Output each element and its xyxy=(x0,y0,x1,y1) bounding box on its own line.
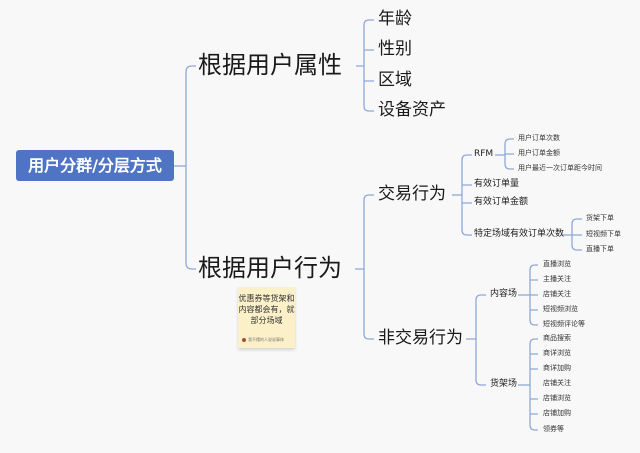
shelf-item[interactable]: 店铺加购 xyxy=(543,409,571,417)
non-transaction-behavior[interactable]: 非交易行为 xyxy=(378,328,463,348)
attr-device-assets[interactable]: 设备资产 xyxy=(378,100,446,120)
content-item[interactable]: 店铺关注 xyxy=(543,290,571,298)
branch-user-behavior[interactable]: 根据用户行为 xyxy=(198,254,342,282)
transaction-behavior[interactable]: 交易行为 xyxy=(378,184,446,204)
content-item[interactable]: 短视频评论等 xyxy=(543,320,585,328)
connector xyxy=(363,19,374,112)
shelf-field[interactable]: 货架场 xyxy=(490,379,518,389)
note-line: 部分场域 xyxy=(250,316,283,325)
sticky-note[interactable]: 优惠券等货架和 内容都会有，就 部分场域 我不懂的人说说事体 xyxy=(238,287,295,348)
avatar-icon xyxy=(242,337,246,342)
note-line: 内容都会有，就 xyxy=(238,305,295,314)
shelf-item[interactable]: 商品搜索 xyxy=(543,334,571,342)
content-item[interactable]: 主播关注 xyxy=(543,275,571,283)
note-author: 我不懂的人说说事体 xyxy=(242,334,284,345)
rfm-item[interactable]: 用户订单次数 xyxy=(518,134,560,142)
connector xyxy=(571,218,582,251)
note-line: 优惠券等货架和 xyxy=(238,294,295,303)
shelf-item[interactable]: 商详浏览 xyxy=(543,349,571,357)
connector xyxy=(461,154,472,236)
attr-gender[interactable]: 性别 xyxy=(378,39,412,59)
scene-order-item[interactable]: 短视频下单 xyxy=(586,230,621,238)
branch-user-attributes[interactable]: 根据用户属性 xyxy=(198,51,342,79)
attr-region[interactable]: 区域 xyxy=(378,70,412,90)
connector xyxy=(475,294,486,386)
note-author-name: 我不懂的人说说事体 xyxy=(248,337,284,342)
scene-order-count[interactable]: 特定场域有效订单次数 xyxy=(474,229,565,239)
connector xyxy=(363,194,374,340)
connector xyxy=(529,264,538,326)
shelf-item[interactable]: 领券等 xyxy=(543,425,564,433)
root-node[interactable]: 用户分群/分层方式 xyxy=(16,150,174,181)
content-item[interactable]: 直播浏览 xyxy=(543,260,571,268)
attr-age[interactable]: 年龄 xyxy=(378,9,412,29)
shelf-item[interactable]: 店铺关注 xyxy=(543,379,571,387)
valid-order-amount[interactable]: 有效订单金额 xyxy=(474,197,529,207)
scene-order-item[interactable]: 货架下单 xyxy=(586,214,614,222)
shelf-item[interactable]: 店铺浏览 xyxy=(543,394,571,402)
shelf-item[interactable]: 商详加购 xyxy=(543,364,571,372)
connector xyxy=(185,65,196,270)
connector xyxy=(504,138,514,170)
rfm-item[interactable]: 用户订单金额 xyxy=(518,149,560,157)
scene-order-item[interactable]: 直播下单 xyxy=(586,245,614,253)
connector xyxy=(529,338,538,431)
valid-order-count[interactable]: 有效订单量 xyxy=(474,179,520,189)
rfm-node[interactable]: RFM xyxy=(474,149,494,159)
rfm-item[interactable]: 用户最近一次订单距今时间 xyxy=(518,164,602,172)
content-item[interactable]: 短视频浏览 xyxy=(543,305,578,313)
content-field[interactable]: 内容场 xyxy=(490,289,518,299)
